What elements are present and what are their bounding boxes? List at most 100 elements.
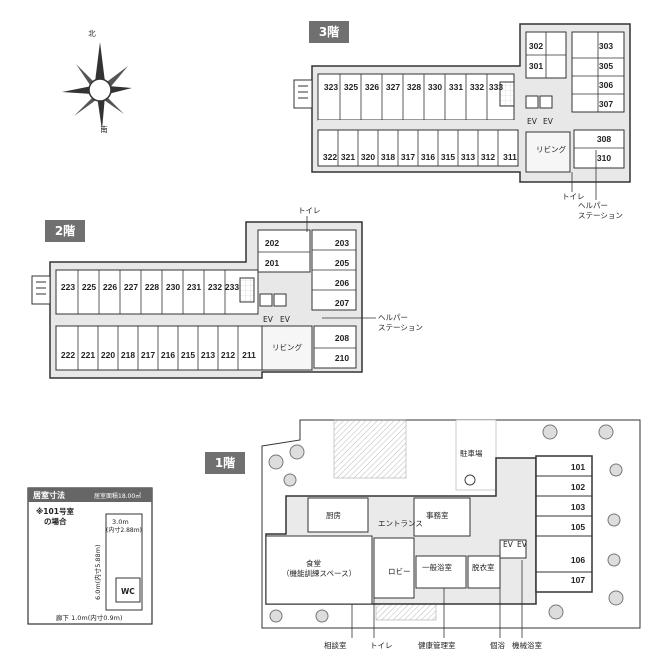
dims-width: 3.0m	[112, 518, 129, 526]
floor3-ev-2: EV	[543, 117, 554, 126]
room-221: 221	[81, 350, 95, 360]
room-227: 227	[124, 282, 138, 292]
room-307: 307	[599, 99, 613, 109]
room-327: 327	[386, 82, 400, 92]
room-103: 103	[571, 502, 585, 512]
room-301: 301	[529, 61, 543, 71]
dining-label-1: 食堂	[306, 558, 321, 568]
floor3-ev-1: EV	[527, 117, 538, 126]
floor3-badge: 3階	[309, 21, 349, 43]
floor1-badge: 1階	[205, 452, 245, 474]
floor3-toilet: トイレ	[562, 192, 585, 201]
room-322: 322	[323, 152, 337, 162]
room-311: 311	[503, 152, 517, 162]
room-230: 230	[166, 282, 180, 292]
dims-wc: WC	[121, 587, 135, 596]
dressing-label: 脱衣室	[472, 562, 495, 572]
room-205: 205	[335, 258, 349, 268]
room-106: 106	[571, 555, 585, 565]
room-323: 323	[324, 82, 338, 92]
room-302: 302	[529, 41, 543, 51]
dims-depth: 6.0m(内寸5.88m)	[93, 544, 102, 600]
bath-label: 一般浴室	[422, 562, 452, 572]
room-320: 320	[361, 152, 375, 162]
callout-toilet: トイレ	[370, 641, 393, 650]
room-218: 218	[121, 350, 135, 360]
room-317: 317	[401, 152, 415, 162]
room-232: 232	[208, 282, 222, 292]
room-215: 215	[181, 350, 195, 360]
room-332: 332	[470, 82, 484, 92]
floor2-ev-2: EV	[280, 315, 291, 324]
room-212: 212	[221, 350, 235, 360]
callout-machine-bath: 機械浴室	[512, 640, 542, 650]
room-305: 305	[599, 61, 613, 71]
dims-width-inner: (内寸2.88m)	[106, 526, 142, 534]
floor3-living: リビング	[536, 144, 566, 154]
room-330: 330	[428, 82, 442, 92]
room-222: 222	[61, 350, 75, 360]
floor2-toilet: トイレ	[298, 206, 321, 215]
room-223: 223	[61, 282, 75, 292]
room-328: 328	[407, 82, 421, 92]
room-318: 318	[381, 152, 395, 162]
room-211: 211	[242, 350, 256, 360]
room-310: 310	[597, 153, 611, 163]
room-dimension-panel: 居室寸法 居室面積18.00㎡ ※101号室 の場合 3.0m (内寸2.88m…	[27, 487, 153, 625]
room-220: 220	[101, 350, 115, 360]
room-231: 231	[187, 282, 201, 292]
kitchen-label: 厨房	[326, 510, 341, 520]
floor2-ev-1: EV	[263, 315, 274, 324]
callout-health: 健康管理室	[418, 640, 456, 650]
room-201: 201	[265, 258, 279, 268]
compass-south-label: 南	[100, 124, 108, 134]
room-216: 216	[161, 350, 175, 360]
dims-title: 居室寸法	[33, 490, 65, 500]
room-325: 325	[344, 82, 358, 92]
compass-north-label: 北	[88, 29, 96, 38]
dims-area: 居室面積18.00㎡	[94, 492, 141, 500]
dining-label-2: （機能訓練スペース）	[282, 568, 356, 578]
room-102: 102	[571, 482, 585, 492]
entrance-label: エントランス	[378, 519, 423, 528]
dims-corridor: 廊下 1.0m(内寸0.9m)	[56, 613, 122, 622]
floor2-labels: 223 225 226 227 228 230 231 232 233 222 …	[61, 206, 423, 363]
room-228: 228	[145, 282, 159, 292]
room-217: 217	[141, 350, 155, 360]
room-208: 208	[335, 333, 349, 343]
room-207: 207	[335, 298, 349, 308]
parking-label: 駐車場	[460, 448, 483, 458]
callout-private-bath: 個浴	[490, 640, 505, 650]
room-315: 315	[441, 152, 455, 162]
room-308: 308	[597, 134, 611, 144]
dims-sample-1: ※101号室	[36, 506, 74, 516]
floor3-room-dividers	[337, 32, 624, 166]
floor1-labels: 駐車場 厨房 事務室 エントランス 食堂 （機能訓練スペース） ロビー 一般浴室…	[282, 448, 585, 650]
room-225: 225	[82, 282, 96, 292]
floor2-room-dividers	[77, 249, 356, 370]
room-321: 321	[341, 152, 355, 162]
room-312: 312	[481, 152, 495, 162]
room-333: 333	[489, 82, 503, 92]
room-213: 213	[201, 350, 215, 360]
room-233: 233	[225, 282, 239, 292]
room-206: 206	[335, 278, 349, 288]
room-210: 210	[335, 353, 349, 363]
floor2-living: リビング	[272, 342, 302, 352]
room-306: 306	[599, 80, 613, 90]
office-label: 事務室	[426, 510, 449, 520]
room-303: 303	[599, 41, 613, 51]
floor1-plan	[261, 419, 641, 629]
floor1-ev-2: EV	[517, 540, 528, 549]
callout-consultation: 相談室	[324, 640, 347, 650]
lobby-label: ロビー	[388, 567, 411, 576]
compass-icon: 北 南	[62, 29, 132, 134]
floor3-labels: 323 325 326 327 328 330 331 332 333 322 …	[323, 41, 623, 220]
floor2-helper-1: ヘルパー	[378, 313, 408, 322]
room-107: 107	[571, 575, 585, 585]
room-226: 226	[103, 282, 117, 292]
room-316: 316	[421, 152, 435, 162]
floor2-badge: 2階	[45, 220, 85, 242]
room-101: 101	[571, 462, 585, 472]
